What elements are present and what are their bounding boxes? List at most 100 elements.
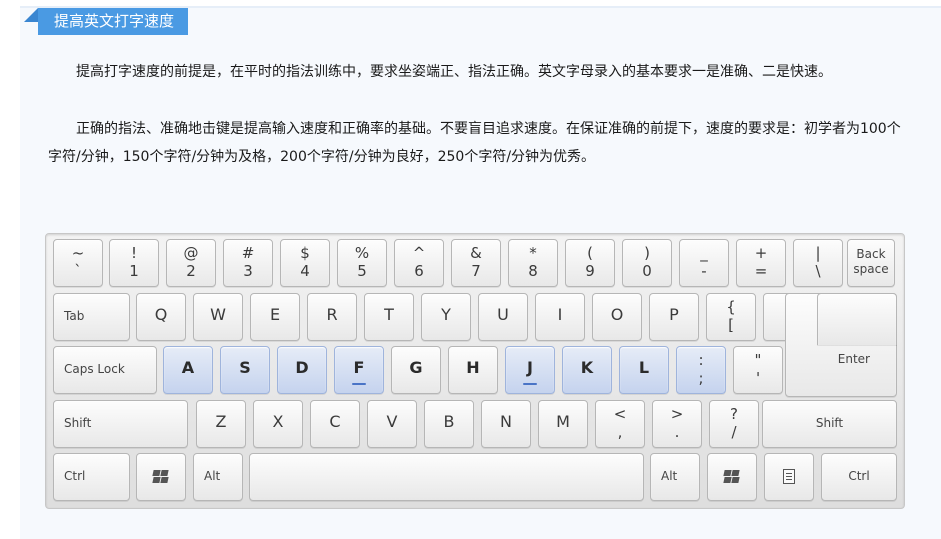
key-c: C (310, 400, 360, 448)
key-quote: "' (733, 346, 783, 394)
key-label: E (269, 305, 281, 324)
enter-key: Enter (785, 293, 897, 397)
key-label: Back space (853, 247, 889, 276)
key-label: Alt (204, 469, 221, 483)
key-label: X (272, 412, 284, 431)
key-label: Y (441, 305, 451, 324)
key-r: R (307, 293, 357, 341)
key-shift-label: ) (644, 244, 650, 262)
key-base-label: 0 (642, 262, 652, 280)
key-b: B (424, 400, 474, 448)
home-bump (523, 383, 537, 385)
key-shift-label: # (241, 244, 255, 262)
key-shift-label: $ (300, 244, 310, 262)
key-shift-label: @ (183, 244, 199, 262)
key-q: Q (136, 293, 186, 341)
key-base-label: 2 (186, 262, 196, 280)
key-bracket: {[ (706, 293, 756, 341)
key-punct: >. (652, 400, 702, 448)
key-shift-label: ! (130, 244, 137, 262)
key-shift-label: > (670, 405, 684, 423)
key-label: G (409, 358, 423, 377)
section-title: 提高英文打字速度 (54, 12, 175, 30)
key-label: Ctrl (64, 469, 86, 483)
key-label: O (610, 305, 624, 324)
key-`: ~` (53, 239, 103, 287)
key-label: M (556, 412, 570, 431)
right-shift-key: Shift (762, 400, 897, 448)
key-label: V (386, 412, 398, 431)
key-label: Caps Lock (64, 362, 125, 376)
key-h: H (448, 346, 498, 394)
key-base-label: / (731, 423, 737, 441)
key-v: V (367, 400, 417, 448)
key-base-label: ` (74, 262, 82, 280)
key-4: $4 (280, 239, 330, 287)
key-label: P (669, 305, 679, 324)
tab-key: Tab (53, 293, 130, 341)
key--: _- (679, 239, 729, 287)
key-label: Alt (661, 469, 678, 483)
key-shift-label: & (470, 244, 482, 262)
key-\: |\ (793, 239, 843, 287)
key-base-label: ' (755, 369, 761, 387)
key-5: %5 (337, 239, 387, 287)
space-key (249, 453, 644, 501)
key-base-label: , (617, 423, 623, 441)
key-label: Q (154, 305, 168, 324)
key-punct: ?/ (709, 400, 759, 448)
key-base-label: ; (698, 369, 704, 387)
key-base-label: \ (815, 262, 821, 280)
key-shift-label: ? (730, 405, 738, 423)
key-w: W (193, 293, 243, 341)
key-label: S (239, 358, 251, 377)
key-i: I (535, 293, 585, 341)
key-2: @2 (166, 239, 216, 287)
menu-key (764, 453, 814, 501)
key-label: J (527, 358, 533, 377)
key-label: T (384, 305, 394, 324)
key-t: T (364, 293, 414, 341)
key-shift-label: : (698, 351, 704, 369)
key-base-label: 3 (243, 262, 253, 280)
key-label: Shift (815, 416, 844, 430)
key-7: &7 (451, 239, 501, 287)
left-alt-key: Alt (193, 453, 243, 501)
key-a: A (163, 346, 213, 394)
key-label: U (497, 305, 509, 324)
key-label: A (181, 358, 195, 377)
key-shift-label: + (754, 244, 768, 262)
key-base-label: 8 (528, 262, 538, 280)
key-base-label: 7 (471, 262, 481, 280)
key-shift-label: ~ (71, 244, 85, 262)
key-label: H (466, 358, 480, 377)
key-base-label: 4 (300, 262, 310, 280)
paragraph-1: 提高打字速度的前提是，在平时的指法训练中，要求坐姿端正、指法正确。英文字母录入的… (76, 64, 832, 80)
key-shift-label: ( (587, 244, 593, 262)
key-label: Enter (837, 352, 870, 366)
key-shift-label: { (726, 298, 736, 316)
context-menu-icon (783, 469, 795, 484)
windows-logo-icon (723, 470, 740, 484)
key-6: ^6 (394, 239, 444, 287)
key-label: Z (215, 412, 227, 431)
key-base-label: 1 (129, 262, 139, 280)
key-1: !1 (109, 239, 159, 287)
key-label: K (580, 358, 594, 377)
key-base-label: 5 (357, 262, 367, 280)
paragraph-2: 正确的指法、准确地击键是提高输入速度和正确率的基础。不要盲目追求速度。在保证准确… (48, 121, 901, 165)
key-y: Y (421, 293, 471, 341)
key-j: J (505, 346, 555, 394)
key-label: D (295, 358, 309, 377)
key-label: B (443, 412, 455, 431)
key-label: R (326, 305, 338, 324)
key-label: N (500, 412, 512, 431)
left-windows-key (136, 453, 186, 501)
key-o: O (592, 293, 642, 341)
key-m: M (538, 400, 588, 448)
key-semicolon: :; (676, 346, 726, 394)
key-n: N (481, 400, 531, 448)
key-z: Z (196, 400, 246, 448)
backspace-key: Back space (847, 239, 895, 287)
key-u: U (478, 293, 528, 341)
